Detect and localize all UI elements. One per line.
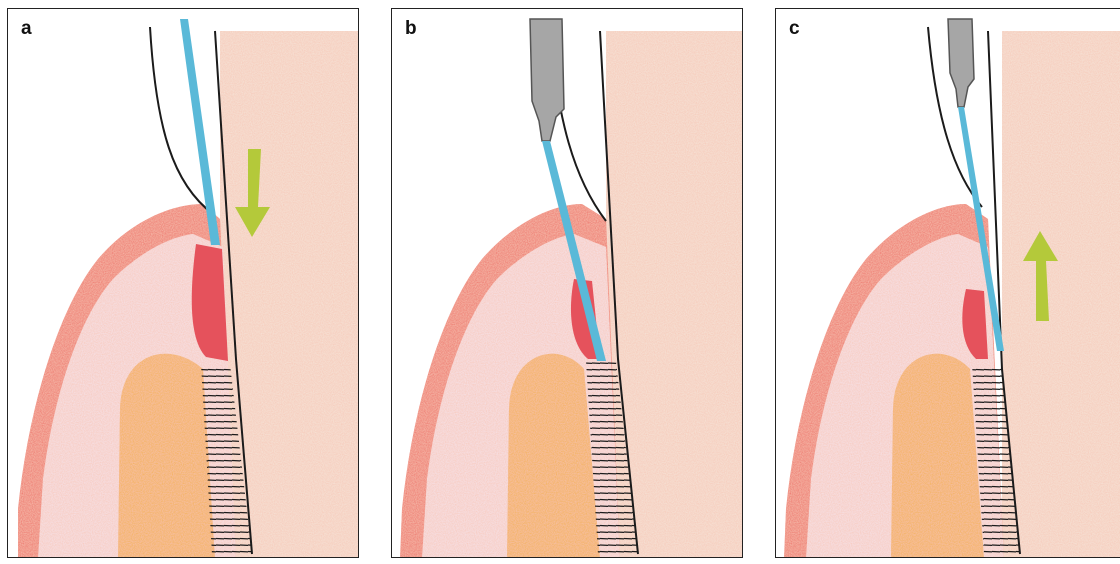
panel-label: c	[789, 18, 800, 40]
panel-b: b	[391, 8, 743, 558]
panel-label: a	[21, 18, 32, 40]
panel-a: a	[7, 8, 359, 558]
probe-handle	[530, 19, 564, 141]
alveolar-bone	[891, 354, 984, 558]
probing-illustration-a	[8, 9, 359, 558]
panel-c: c	[775, 8, 1120, 558]
tooth-surface	[1002, 31, 1120, 558]
alveolar-bone	[118, 354, 215, 558]
probing-illustration-c	[776, 9, 1120, 558]
probing-illustration-b	[392, 9, 743, 558]
panel-label: b	[405, 18, 417, 40]
probe-handle	[948, 19, 974, 107]
